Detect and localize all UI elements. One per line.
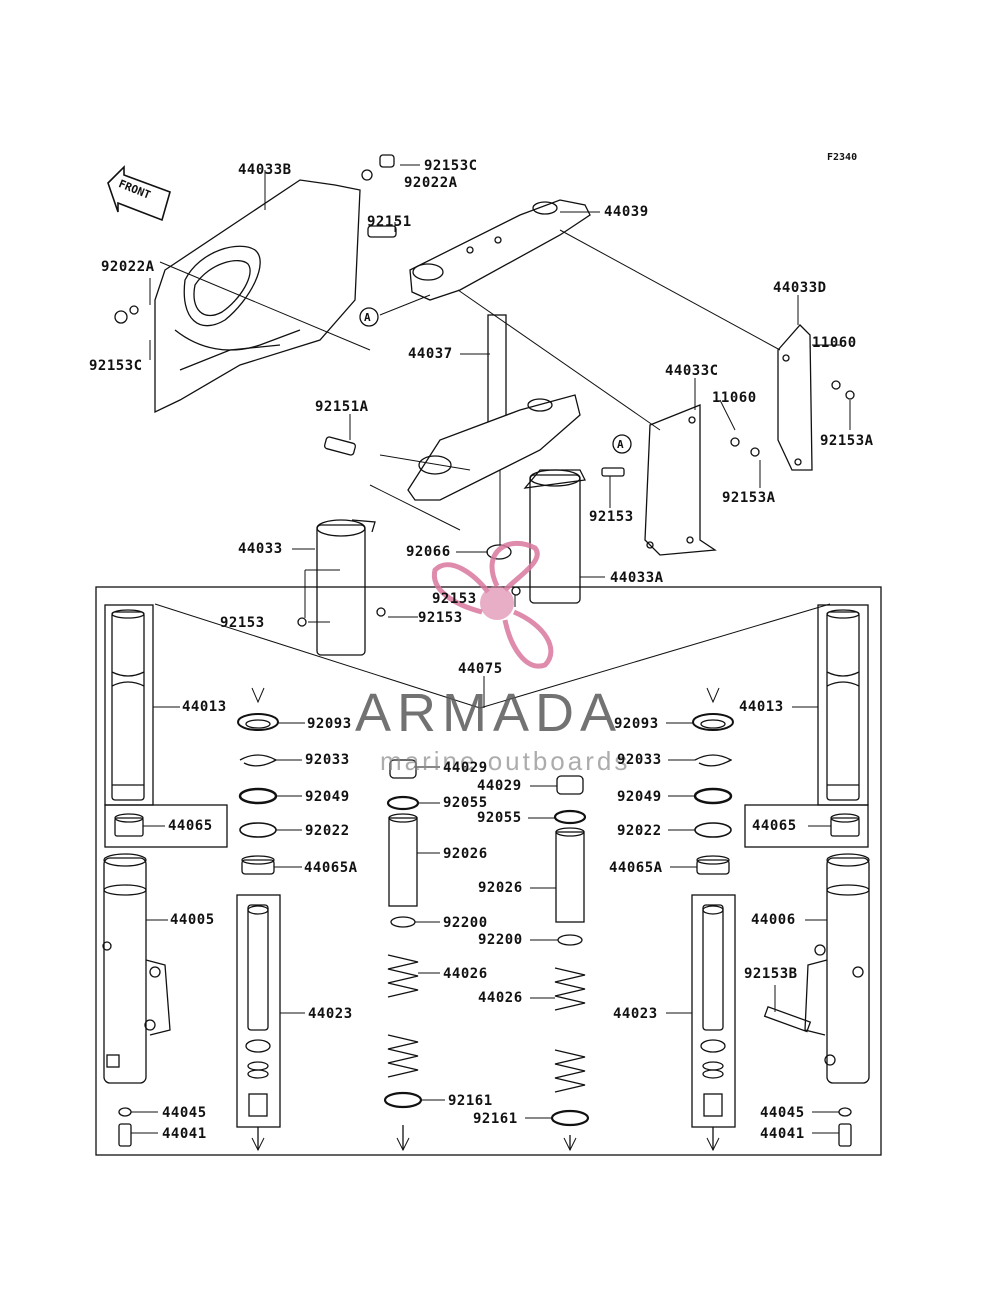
callout-92022A: 92022A: [101, 259, 155, 275]
seal-stack-left: [237, 713, 279, 875]
callout-11060: 11060: [712, 390, 757, 406]
callout-44065: 44065: [752, 818, 797, 834]
callout-92026: 92026: [443, 846, 488, 862]
callout-92200: 92200: [443, 915, 488, 931]
callout-A: A: [617, 438, 625, 451]
callout-44023: 44023: [613, 1006, 658, 1022]
callout-44033B: 44033B: [238, 162, 292, 178]
callout-92049: 92049: [617, 789, 662, 805]
callout-92055: 92055: [477, 810, 522, 826]
callout-92033: 92033: [305, 752, 350, 768]
callout-92022A: 92022A: [404, 175, 458, 191]
callout-92049: 92049: [305, 789, 350, 805]
callout-11060: 11060: [812, 335, 857, 351]
callout-44005: 44005: [170, 912, 215, 928]
callout-44033D: 44033D: [773, 280, 827, 296]
callout-92161: 92161: [448, 1093, 493, 1109]
callout-44029: 44029: [477, 778, 522, 794]
bracket-44033C: [644, 404, 717, 556]
callout-44065A: 44065A: [609, 860, 663, 876]
callout-44029: 44029: [443, 760, 488, 776]
callout-44045: 44045: [162, 1105, 207, 1121]
callout-92022: 92022: [305, 823, 350, 839]
callout-92153A: 92153A: [820, 433, 874, 449]
front-arrow-icon: [107, 165, 171, 222]
callout-92153B: 92153B: [744, 966, 798, 982]
callout-92153: 92153: [432, 591, 477, 607]
callout-44033A: 44033A: [610, 570, 664, 586]
callout-92151: 92151: [367, 214, 412, 230]
spring-stack-left: [383, 759, 423, 1150]
callout-44039: 44039: [604, 204, 649, 220]
watermark-brand: ARMADA: [355, 683, 623, 743]
callout-92151A: 92151A: [315, 399, 369, 415]
cover-44033B: [154, 179, 361, 414]
callout-44026: 44026: [443, 966, 488, 982]
callout-92161: 92161: [473, 1111, 518, 1127]
damper-rod-right: [691, 894, 736, 1150]
callout-92026: 92026: [478, 880, 523, 896]
callout-44041: 44041: [760, 1126, 805, 1142]
seal-stack-right: [692, 713, 734, 875]
watermark-logo-icon: [431, 540, 554, 669]
watermark-tagline: marine outboards: [380, 746, 631, 776]
callout-92153: 92153: [220, 615, 265, 631]
callout-92055: 92055: [443, 795, 488, 811]
callout-44023: 44023: [308, 1006, 353, 1022]
figure-code: F2340: [827, 152, 858, 163]
callout-44065A: 44065A: [304, 860, 358, 876]
callout-92153C: 92153C: [89, 358, 143, 374]
upper-bracket-44039: [409, 199, 591, 301]
callout-92153C: 92153C: [424, 158, 478, 174]
callout-44013: 44013: [739, 699, 784, 715]
callout-92066: 92066: [406, 544, 451, 560]
inner-tube-44013-left: [111, 609, 145, 801]
callout-44037: 44037: [408, 346, 453, 362]
callout-92153: 92153: [418, 610, 463, 626]
callout-44033: 44033: [238, 541, 283, 557]
callout-92033: 92033: [617, 752, 662, 768]
leader-lines-lower: [131, 706, 839, 1134]
callout-44013: 44013: [182, 699, 227, 715]
callout-44075: 44075: [458, 661, 503, 677]
callout-92153: 92153: [589, 509, 634, 525]
spring-stack-right: [550, 775, 590, 1150]
leader-lines-upper: [149, 164, 851, 623]
outer-tube-44006: [763, 853, 870, 1084]
tube-44033A: [523, 469, 586, 604]
callout-92022: 92022: [617, 823, 662, 839]
callout-44065: 44065: [168, 818, 213, 834]
steering-stem-44037: [407, 314, 581, 501]
callout-44041: 44041: [162, 1126, 207, 1142]
callout-92200: 92200: [478, 932, 523, 948]
callout-92153A: 92153A: [722, 490, 776, 506]
inner-tube-44013-right: [826, 609, 860, 801]
callout-A: A: [364, 311, 372, 324]
callout-44006: 44006: [751, 912, 796, 928]
callout-44033C: 44033C: [665, 363, 719, 379]
fork-detail-box: [95, 586, 882, 1156]
outer-tube-44005: [102, 853, 171, 1084]
callout-92093: 92093: [307, 716, 352, 732]
damper-rod-left: [236, 894, 281, 1150]
bracket-44033D: [777, 324, 813, 471]
callout-92093: 92093: [614, 716, 659, 732]
callout-44026: 44026: [478, 990, 523, 1006]
callout-44045: 44045: [760, 1105, 805, 1121]
